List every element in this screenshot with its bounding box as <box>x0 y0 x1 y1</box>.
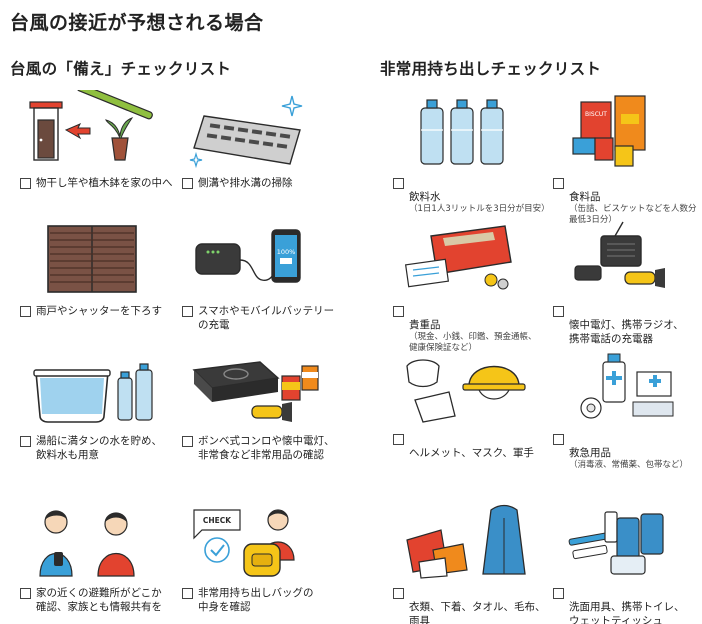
prep-row-clean-gutters[interactable]: 側溝や排水溝の掃除 <box>182 176 352 190</box>
checkbox[interactable] <box>393 434 404 445</box>
kit-sublabel-food: （缶詰、ビスケットなどを人数分 最低3日分） <box>569 204 697 225</box>
checkbox[interactable] <box>20 178 31 189</box>
kit-label-helmet: ヘルメット、マスク、軍手 <box>409 447 534 459</box>
prep-label-charge-phone: スマホやモバイルバッテリー の充電 <box>198 305 335 331</box>
checkbox[interactable] <box>553 588 564 599</box>
kit-label-water: 飲料水 <box>409 191 441 203</box>
kit-row-helmet[interactable]: ヘルメット、マスク、軍手 <box>393 432 563 474</box>
kit-label-clothing: 衣類、下着、タオル、毛布、 雨具 <box>409 601 546 624</box>
person-backpack-illustration: CHECK <box>182 500 347 580</box>
kit-row-clothing[interactable]: 衣類、下着、タオル、毛布、 雨具 <box>393 586 563 624</box>
prep-label-shelter-info: 家の近くの避難所がどこか 確認、家族とも情報共有を <box>36 587 162 613</box>
kit-row-water[interactable]: 飲料水 （1日1人3リットルを3日分が目安） <box>393 176 563 229</box>
prep-label-fill-bathtub: 湯船に満タンの水を貯め、 飲料水も用意 <box>36 435 162 461</box>
biscuit-box-text: BISCUT <box>585 111 607 118</box>
kit-row-toiletries[interactable]: 洗面用具、携帯トイレ、 ウェットティッシュ <box>553 586 702 624</box>
kit-row-first-aid[interactable]: 救急用品 （消毒液、常備薬、包帯など） <box>553 432 702 485</box>
prep-row-shutters[interactable]: 雨戸やシャッターを下ろす <box>20 304 190 318</box>
prep-label-shutters: 雨戸やシャッターを下ろす <box>36 305 162 317</box>
checkbox[interactable] <box>393 178 404 189</box>
checkbox[interactable] <box>393 588 404 599</box>
drain-grate-illustration <box>182 90 347 170</box>
emergency-kit-checklist-title: 非常用持ち出しチェックリスト <box>380 60 602 78</box>
phone-battery-illustration: 100% <box>182 218 347 298</box>
biscuits-cans-illustration: BISCUT <box>553 90 702 170</box>
check-tag-text: CHECK <box>203 516 232 525</box>
wallet-passbook-illustration <box>393 218 558 298</box>
prep-label-clean-gutters: 側溝や排水溝の掃除 <box>198 177 293 189</box>
toiletries-illustration <box>553 500 702 580</box>
prep-label-check-supplies: ボンベ式コンロや懐中電灯、 非常食など非常用品の確認 <box>198 435 335 461</box>
prep-row-fill-bathtub[interactable]: 湯船に満タンの水を貯め、 飲料水も用意 <box>20 434 190 462</box>
kit-row-food[interactable]: 食料品 （缶詰、ビスケットなどを人数分 最低3日分） <box>553 176 702 240</box>
checkbox[interactable] <box>182 436 193 447</box>
checkbox[interactable] <box>182 588 193 599</box>
kit-sublabel-water: （1日1人3リットルを3日分が目安） <box>409 204 550 214</box>
kit-label-toiletries: 洗面用具、携帯トイレ、 ウェットティッシュ <box>569 601 685 624</box>
preparation-checklist-title: 台風の「備え」チェックリスト <box>10 60 232 78</box>
checkbox[interactable] <box>20 436 31 447</box>
prep-row-bring-indoors[interactable]: 物干し竿や植木鉢を家の中へ <box>20 176 190 190</box>
checkbox[interactable] <box>182 178 193 189</box>
checkbox[interactable] <box>553 178 564 189</box>
stove-cans-flashlight-illustration <box>182 348 347 428</box>
prep-row-shelter-info[interactable]: 家の近くの避難所がどこか 確認、家族とも情報共有を <box>20 586 190 614</box>
kit-label-food: 食料品 <box>569 191 601 203</box>
checkbox[interactable] <box>393 306 404 317</box>
prep-label-check-bag: 非常用持ち出しバッグの 中身を確認 <box>198 587 314 613</box>
first-aid-supplies-illustration <box>553 346 702 426</box>
checkbox[interactable] <box>20 306 31 317</box>
clothes-raincoat-illustration <box>393 500 558 580</box>
kit-sublabel-first-aid: （消毒液、常備薬、包帯など） <box>569 460 689 470</box>
kit-row-light-radio[interactable]: 懐中電灯、携帯ラジオ、 携帯電話の充電器 <box>553 304 702 360</box>
helmet-mask-gloves-illustration <box>393 346 558 426</box>
family-talking-illustration <box>20 500 185 580</box>
checkbox[interactable] <box>20 588 31 599</box>
page-title: 台風の接近が予想される場合 <box>10 12 264 34</box>
kit-label-valuables: 貴重品 <box>409 319 441 331</box>
kit-sublabel-valuables: （現金、小銭、印鑑、預金通帳、 健康保険証など） <box>409 332 537 353</box>
water-bottles-illustration <box>393 90 558 170</box>
house-plant-pole-illustration <box>20 90 185 170</box>
checkbox[interactable] <box>182 306 193 317</box>
phone-screen-text: 100% <box>277 248 296 256</box>
radio-flashlight-illustration <box>553 218 702 298</box>
checkbox[interactable] <box>553 434 564 445</box>
bathtub-bottles-illustration <box>20 348 185 428</box>
prep-row-check-bag[interactable]: 非常用持ち出しバッグの 中身を確認 <box>182 586 352 614</box>
prep-row-charge-phone[interactable]: スマホやモバイルバッテリー の充電 <box>182 304 352 332</box>
prep-label-bring-indoors: 物干し竿や植木鉢を家の中へ <box>36 177 173 189</box>
checkbox[interactable] <box>553 306 564 317</box>
prep-row-check-supplies[interactable]: ボンベ式コンロや懐中電灯、 非常食など非常用品の確認 <box>182 434 352 462</box>
kit-row-valuables[interactable]: 貴重品 （現金、小銭、印鑑、預金通帳、 健康保険証など） <box>393 304 563 368</box>
shutter-illustration <box>20 218 185 298</box>
kit-label-first-aid: 救急用品 <box>569 447 611 459</box>
kit-label-light-radio: 懐中電灯、携帯ラジオ、 携帯電話の充電器 <box>569 319 684 345</box>
